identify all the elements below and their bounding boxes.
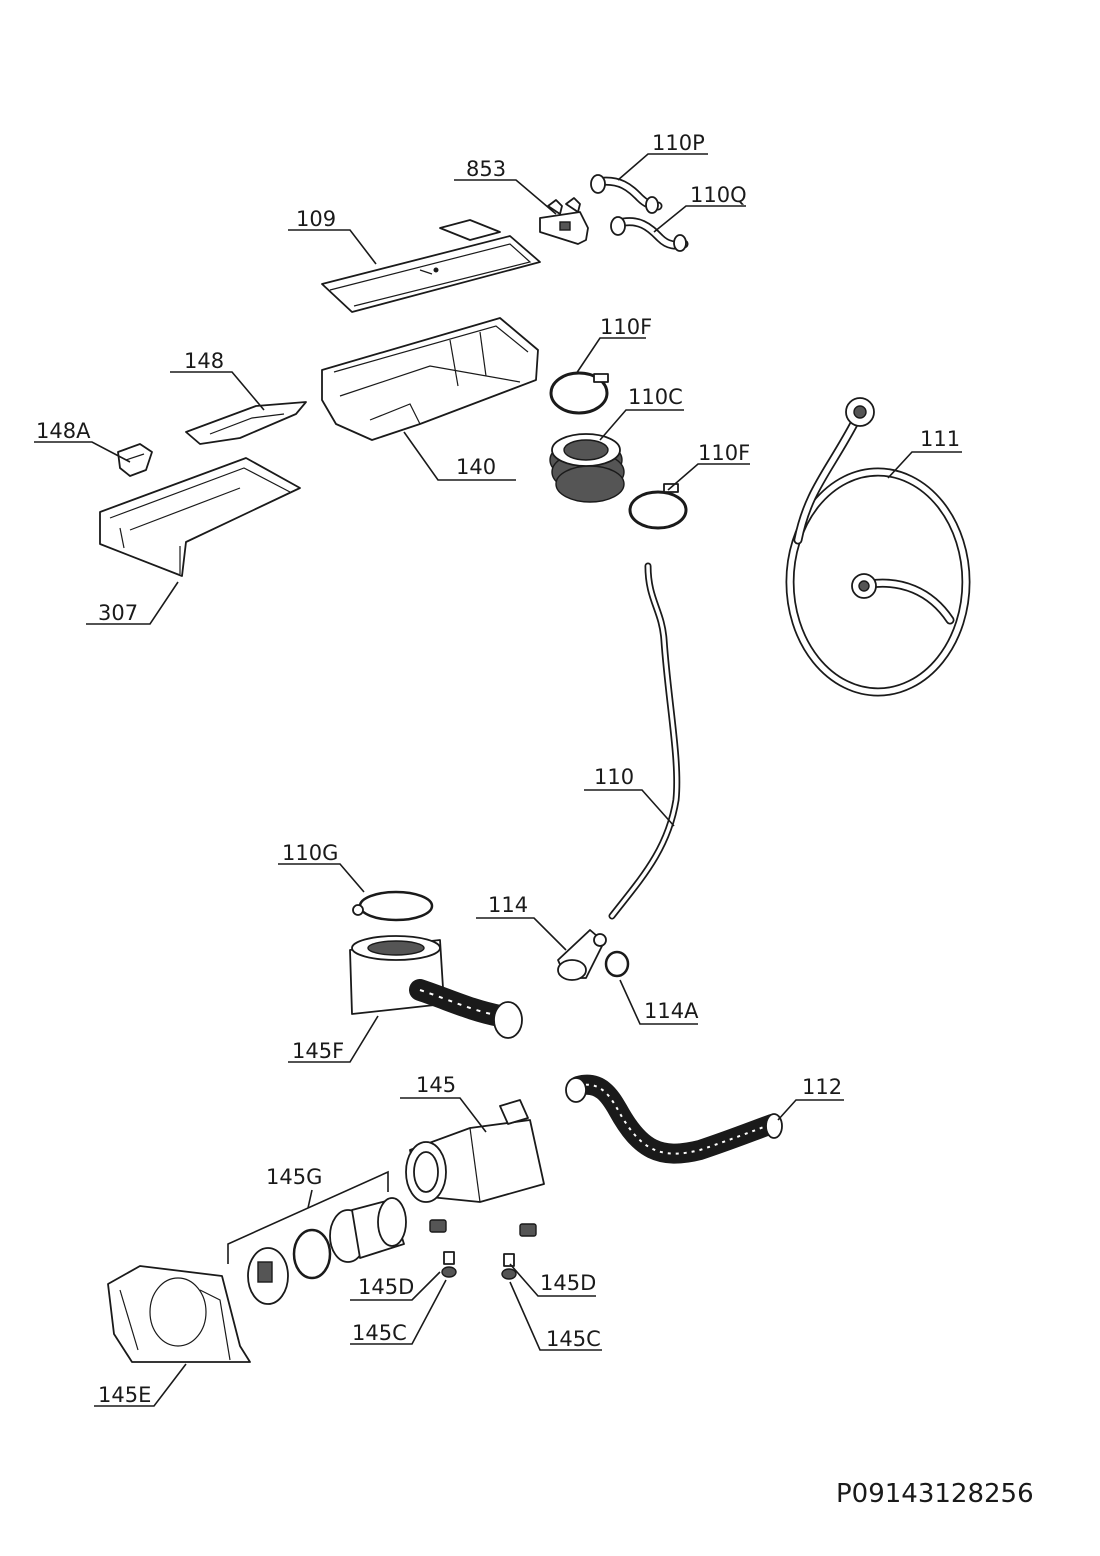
- leader-110P: [617, 153, 708, 181]
- part-145C-fitting-left[interactable]: [441, 1251, 457, 1278]
- part-110F-clamp-top[interactable]: [549, 371, 609, 415]
- part-145G-filter-assembly[interactable]: [247, 1197, 407, 1305]
- part-114-air-chamber[interactable]: [557, 929, 607, 981]
- leader-109: [288, 229, 377, 265]
- leader-110Q: [653, 205, 746, 233]
- leader-110F-bottom: [667, 463, 750, 491]
- part-112-drain-hose[interactable]: [565, 1074, 783, 1164]
- leader-110: [584, 789, 675, 827]
- label-145D-left: 145D: [358, 1275, 414, 1299]
- leader-853: [454, 179, 557, 215]
- label-148A: 148A: [36, 419, 91, 443]
- part-145F-sump-hose[interactable]: [349, 935, 523, 1039]
- label-110C: 110C: [628, 385, 683, 409]
- leader-110G: [278, 863, 365, 893]
- part-110P-hose[interactable]: [590, 174, 663, 214]
- leader-145E: [94, 1363, 187, 1407]
- label-112: 112: [802, 1075, 842, 1099]
- part-140-dispenser-housing[interactable]: [321, 317, 539, 441]
- label-111: 111: [920, 427, 960, 451]
- label-114A: 114A: [644, 999, 699, 1023]
- part-114A-o-ring[interactable]: [604, 950, 630, 978]
- label-145G: 145G: [266, 1165, 322, 1189]
- part-110F-clamp-bottom[interactable]: [628, 483, 688, 530]
- label-110F-top: 110F: [600, 315, 652, 339]
- part-110C-bellows[interactable]: [549, 433, 625, 503]
- label-145F: 145F: [292, 1039, 344, 1063]
- leader-307: [86, 581, 179, 625]
- part-148-siphon-plate[interactable]: [185, 401, 307, 445]
- leader-145: [400, 1097, 487, 1133]
- label-145C-right: 145C: [546, 1327, 601, 1351]
- part-145E-pump-cover[interactable]: [107, 1265, 251, 1363]
- part-110-pressure-tube[interactable]: [608, 562, 681, 920]
- label-145C-left: 145C: [352, 1321, 407, 1345]
- leader-110F-top: [575, 337, 646, 375]
- leader-145G-bracket: [227, 1170, 389, 1264]
- leader-148A: [34, 441, 131, 463]
- leader-145D-left: [350, 1271, 441, 1301]
- leader-140: [403, 431, 516, 481]
- label-145D-right: 145D: [540, 1271, 596, 1295]
- part-853-valve[interactable]: [539, 197, 589, 245]
- part-145-drain-pump[interactable]: [405, 1099, 545, 1203]
- label-110G: 110G: [282, 841, 338, 865]
- part-145C-fitting-right[interactable]: [501, 1253, 517, 1280]
- label-110: 110: [594, 765, 634, 789]
- leader-111: [887, 451, 962, 479]
- leader-145C-right: [509, 1281, 602, 1351]
- label-110F-bottom: 110F: [698, 441, 750, 465]
- leader-112: [777, 1099, 844, 1121]
- part-307-detergent-drawer[interactable]: [99, 457, 301, 577]
- label-114: 114: [488, 893, 528, 917]
- part-110Q-hose[interactable]: [610, 216, 689, 252]
- label-307: 307: [98, 601, 138, 625]
- label-110Q: 110Q: [690, 183, 747, 207]
- part-110G-clamp[interactable]: [352, 890, 434, 922]
- label-140: 140: [456, 455, 496, 479]
- leader-110C: [599, 409, 684, 441]
- part-148A-bracket[interactable]: [117, 443, 153, 477]
- part-145D-bush-left[interactable]: [429, 1219, 447, 1233]
- leader-145F: [288, 1015, 379, 1063]
- drawing-number: P09143128256: [836, 1479, 1034, 1509]
- label-148: 148: [184, 349, 224, 373]
- part-145D-bush-right[interactable]: [519, 1223, 537, 1237]
- leader-145D-right: [509, 1263, 596, 1297]
- label-110P: 110P: [652, 131, 705, 155]
- label-145: 145: [416, 1073, 456, 1097]
- leader-148: [170, 371, 265, 411]
- leader-114: [476, 917, 567, 951]
- label-853: 853: [466, 157, 506, 181]
- label-145E: 145E: [98, 1383, 151, 1407]
- leader-114A: [619, 979, 698, 1025]
- part-111-inlet-hose[interactable]: [785, 397, 971, 697]
- leader-145C-left: [350, 1279, 447, 1345]
- label-109: 109: [296, 207, 336, 231]
- part-109-dispenser-lid[interactable]: [321, 219, 541, 313]
